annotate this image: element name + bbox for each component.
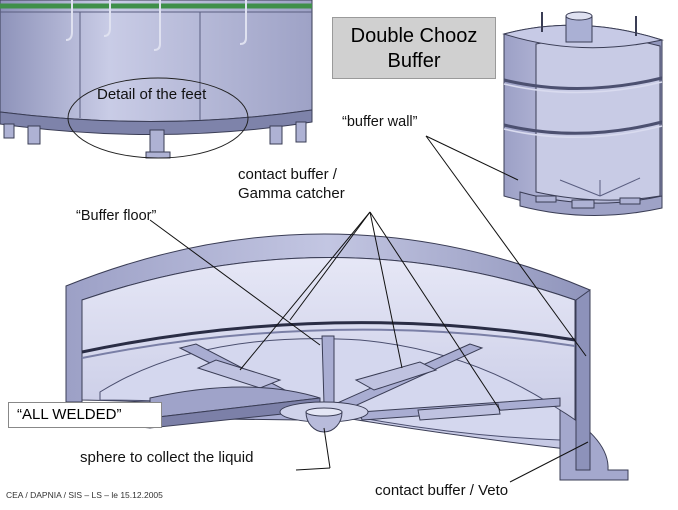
leader-lines [149,135,589,483]
buffer-floor-leader [149,219,321,346]
label-buffer-wall: “buffer wall” [342,114,418,130]
sphere-leader-a [295,467,331,471]
label-contact-veto: contact buffer / Veto [375,482,509,499]
title-line-2: Buffer [387,50,441,72]
buffer-wall-leader-overview [425,135,519,181]
gamma-leader-4 [369,211,501,411]
footer-credit: CEA / DAPNIA / SIS – LS – le 15.12.2005 [6,490,163,500]
sphere-leader-b [323,427,331,469]
label-buffer-floor: “Buffer floor” [76,208,157,224]
label-contact-gamma-1: contact buffer / [238,166,337,183]
gamma-leader-2 [239,211,371,371]
title-box: Double Chooz Buffer [332,17,496,79]
label-sphere: sphere to collect the liquid [80,449,254,466]
buffer-cylinder-overview [502,11,664,217]
buffer-cutaway [65,233,629,481]
gamma-leader-3 [369,211,403,369]
label-contact-gamma-2: Gamma catcher [238,185,345,202]
gamma-leader-1 [289,211,371,321]
title-line-1: Double Chooz [350,25,478,47]
feet-detail-tank [0,0,313,159]
label-feet-detail: Detail of the feet [97,86,207,103]
buffer-wall-leader-main [425,135,587,357]
veto-leader [509,441,589,483]
label-all-welded: “ALL WELDED” [8,402,162,428]
